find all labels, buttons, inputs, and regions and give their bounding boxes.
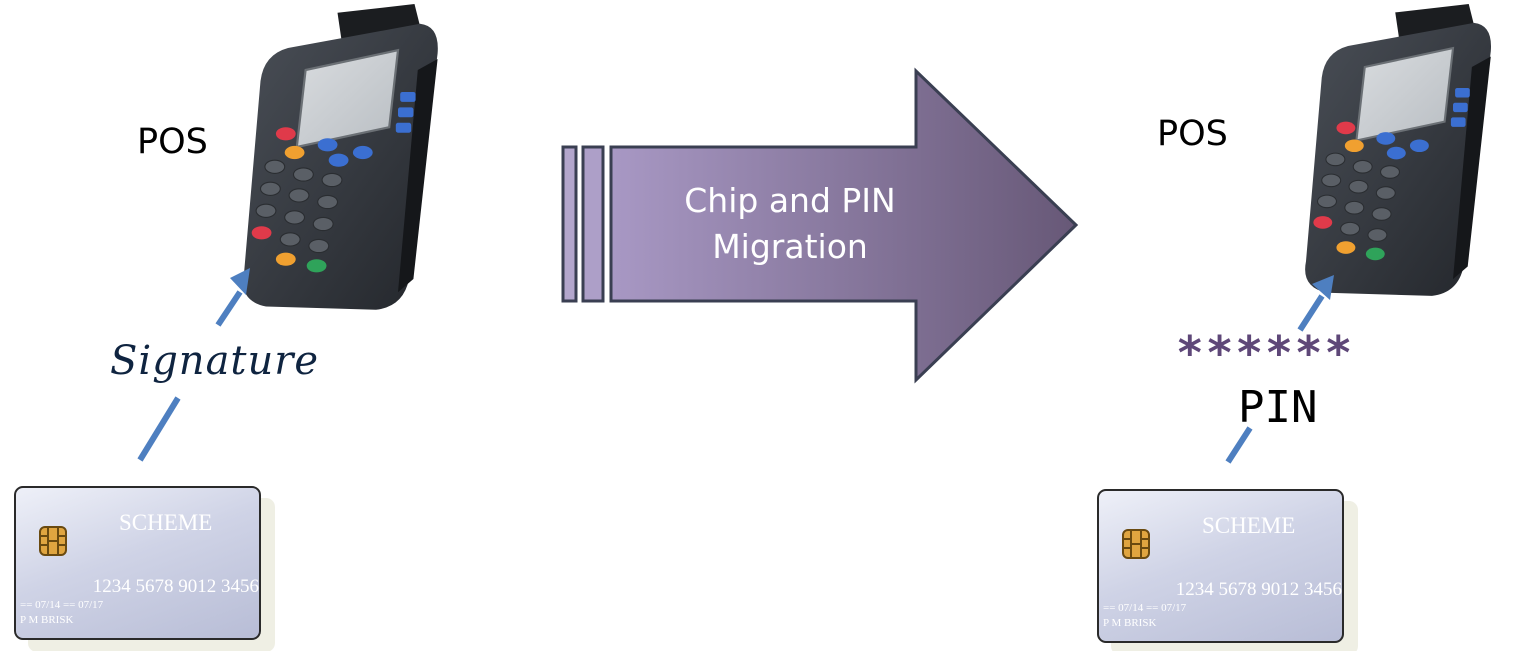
migration-line-1: Chip and PIN [684, 181, 896, 220]
card-holder: P M BRISK [20, 614, 74, 626]
card-holder: P M BRISK [1103, 617, 1157, 629]
migration-label: Chip and PIN Migration [640, 178, 940, 270]
migration-arrow [561, 67, 1079, 384]
card-scheme: SCHEME [119, 510, 213, 535]
migration-line-2: Migration [712, 227, 868, 266]
pin-stars: ****** [1176, 326, 1355, 380]
card-number: 1234 5678 9012 3456 [1175, 579, 1342, 600]
pin-label: PIN [1238, 382, 1318, 433]
card-chip-icon [39, 526, 67, 556]
card-dates: == 07/14 == 07/17 [1103, 602, 1187, 614]
left-pos-terminal-icon [241, 2, 439, 311]
left-pos-label: POS [137, 122, 208, 162]
right-flow-arrow [1225, 275, 1334, 464]
card-dates: == 07/14 == 07/17 [20, 599, 104, 611]
left-flow-arrow [137, 268, 250, 462]
card-chip-icon [1122, 529, 1150, 559]
right-pos-terminal-icon [1304, 2, 1493, 297]
signature-label: Signature [110, 338, 320, 384]
left-payment-card: SCHEME 1234 5678 9012 3456 == 07/14 == 0… [14, 486, 261, 640]
card-scheme: SCHEME [1202, 513, 1296, 538]
card-number: 1234 5678 9012 3456 [92, 576, 259, 597]
right-pos-label: POS [1157, 114, 1228, 154]
right-payment-card: SCHEME 1234 5678 9012 3456 == 07/14 == 0… [1097, 489, 1344, 643]
